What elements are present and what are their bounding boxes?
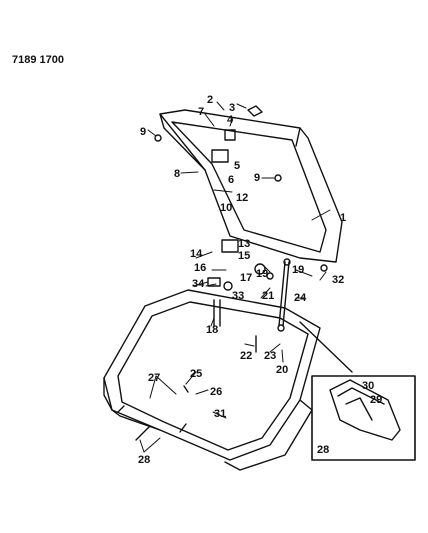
leader-lines <box>139 101 331 453</box>
callout-12: 13 <box>238 238 251 250</box>
callout-10: 10 <box>220 202 233 214</box>
diagram-reference-number: 7189 1700 <box>12 54 64 66</box>
callout-23: 24 <box>294 292 307 304</box>
callout-31: 31 <box>214 408 227 420</box>
callout-13: 14 <box>190 248 203 260</box>
callout-11: 12 <box>236 192 249 204</box>
callout-16: 17 <box>240 272 253 284</box>
callout-6: 6 <box>228 174 235 186</box>
callout-4: 4 <box>227 114 234 126</box>
callout-24: 25 <box>190 368 203 380</box>
callout-8: 8 <box>174 168 181 180</box>
callout-26: 27 <box>148 372 161 384</box>
callout-33: 33 <box>232 290 245 302</box>
callout-18: 19 <box>256 268 269 280</box>
callout-20: 21 <box>262 290 275 302</box>
body-opening-frame <box>103 289 321 471</box>
callout-19-lower: 20 <box>276 364 289 376</box>
callout-29: 29 <box>370 394 383 406</box>
callout-9-lower: 9 <box>254 172 261 184</box>
callout-27: 28 <box>138 454 151 466</box>
callout-32: 32 <box>332 274 345 286</box>
support-strut <box>277 258 291 332</box>
callout-9-upper: 9 <box>140 126 147 138</box>
inset-detail <box>299 321 416 461</box>
callout-30: 30 <box>362 380 375 392</box>
callout-7: 7 <box>198 106 205 118</box>
callout-14: 15 <box>238 250 251 262</box>
callout-19-upper: 19 <box>292 264 305 276</box>
callout-3: 3 <box>229 102 236 114</box>
callout-15: 16 <box>194 262 207 274</box>
callout-17: 18 <box>206 324 219 336</box>
callout-2: 2 <box>207 94 214 106</box>
hinge-assemblies <box>117 105 328 441</box>
callout-28: 28 <box>317 444 330 456</box>
liftgate-frame <box>159 109 343 263</box>
callout-1: 1 <box>340 212 347 224</box>
callout-22: 23 <box>264 350 277 362</box>
callout-25: 26 <box>210 386 223 398</box>
callout-34: 34 <box>192 278 205 290</box>
callout-5: 5 <box>234 160 241 172</box>
callout-21: 22 <box>240 350 253 362</box>
